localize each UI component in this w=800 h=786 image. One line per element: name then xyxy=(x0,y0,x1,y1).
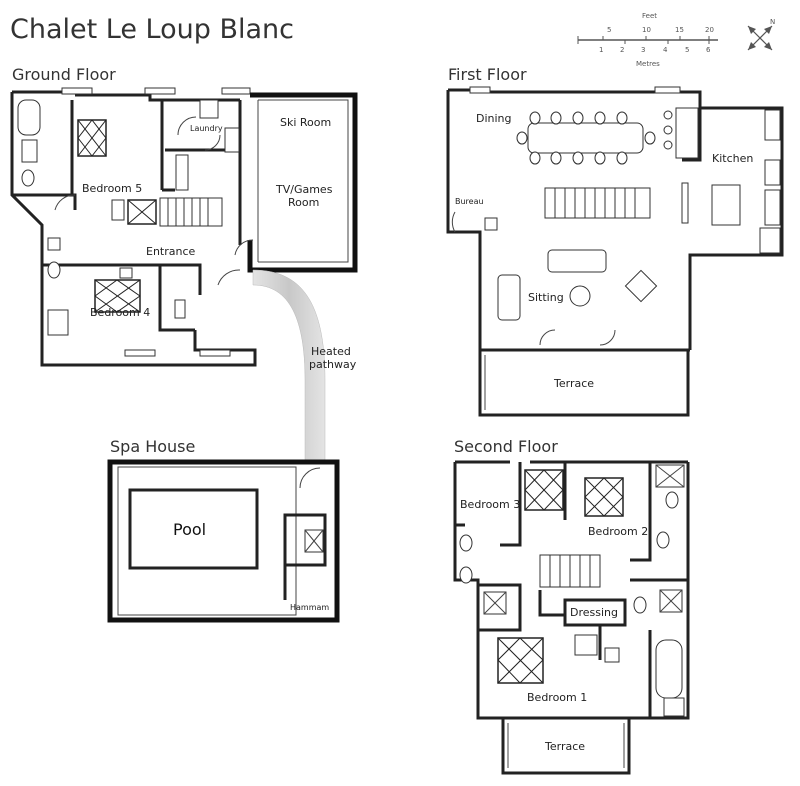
scale-feet-tick: 10 xyxy=(642,26,651,34)
room-label-laundry: Laundry xyxy=(190,124,223,133)
room-label-tv-games: TV/Games xyxy=(275,183,333,196)
compass-icon: N xyxy=(747,18,775,51)
label-pathway: pathway xyxy=(309,358,357,371)
room-label-hammam: Hammam xyxy=(290,603,329,612)
scale-bar: Feet 5 10 15 20 1 2 3 4 5 6 Metres xyxy=(577,12,718,68)
scale-metre-tick: 5 xyxy=(685,46,689,54)
first-floor-plan xyxy=(446,86,784,417)
label-heated: Heated xyxy=(311,345,351,358)
scale-feet-tick: 15 xyxy=(675,26,684,34)
first-floor-heading: First Floor xyxy=(448,65,527,84)
room-label-sitting: Sitting xyxy=(528,291,564,304)
scale-feet-tick: 20 xyxy=(705,26,714,34)
room-label-pool: Pool xyxy=(173,520,206,539)
room-label-bedroom-3: Bedroom 3 xyxy=(460,498,520,511)
plan-title: Chalet Le Loup Blanc xyxy=(10,14,294,45)
scale-metre-tick: 6 xyxy=(706,46,711,54)
room-label-bedroom-1: Bedroom 1 xyxy=(527,691,587,704)
room-label-kitchen: Kitchen xyxy=(712,152,753,165)
scale-metre-tick: 3 xyxy=(641,46,645,54)
scale-metre-tick: 4 xyxy=(663,46,668,54)
room-label-dressing: Dressing xyxy=(570,606,618,619)
spa-house-heading: Spa House xyxy=(110,437,195,456)
room-label-tv-games-room: Room xyxy=(288,196,319,209)
scale-feet-tick: 5 xyxy=(607,26,611,34)
scale-feet-label: Feet xyxy=(642,12,657,20)
second-floor-plan xyxy=(453,460,690,775)
room-label-terrace-second: Terrace xyxy=(544,740,585,753)
scale-metre-tick: 1 xyxy=(599,46,603,54)
ground-floor-heading: Ground Floor xyxy=(12,65,116,84)
ground-floor-plan xyxy=(10,87,358,367)
scale-metres-label: Metres xyxy=(636,60,660,68)
second-floor-heading: Second Floor xyxy=(454,437,558,456)
room-label-dining: Dining xyxy=(476,112,512,125)
room-label-bureau: Bureau xyxy=(455,197,484,206)
spa-house-plan xyxy=(107,459,340,623)
compass-north-label: N xyxy=(770,18,775,26)
room-label-bedroom-2: Bedroom 2 xyxy=(588,525,648,538)
room-label-bedroom-5: Bedroom 5 xyxy=(82,182,142,195)
room-label-bedroom-4: Bedroom 4 xyxy=(90,306,150,319)
room-label-entrance: Entrance xyxy=(146,245,196,258)
scale-metre-tick: 2 xyxy=(620,46,624,54)
room-label-terrace-first: Terrace xyxy=(553,377,594,390)
room-label-ski-room: Ski Room xyxy=(280,116,331,129)
heated-pathway xyxy=(252,269,326,463)
